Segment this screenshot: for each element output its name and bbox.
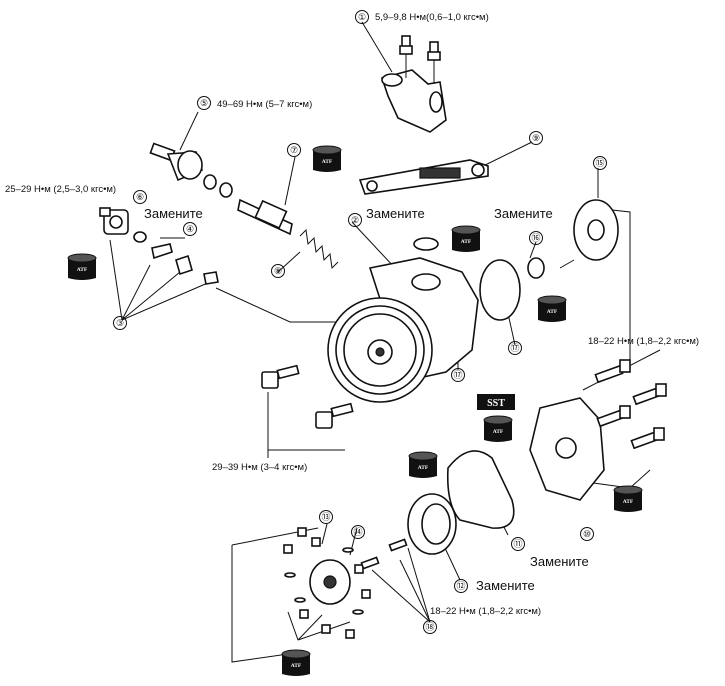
replace-label-11: Замените [530, 554, 589, 569]
atf-fluid-icon: ATF [537, 295, 567, 323]
callout-17a: ⑰ [508, 341, 522, 355]
callout-13: ⑬ [319, 510, 333, 524]
union-fitting-part [149, 142, 233, 198]
body-bolts [261, 364, 354, 429]
svg-text:⑥: ⑥ [136, 192, 144, 202]
bracket-part [358, 159, 489, 195]
callout-6: ⑥ [133, 190, 147, 204]
callout-4: ④ [183, 222, 197, 236]
callout-12: ⑫ [454, 579, 468, 593]
torque-label-5: 49–69 Н•м (5–7 кгс•м) [217, 99, 312, 110]
callout-5: ⑤ [197, 96, 211, 110]
svg-text:⑨: ⑨ [532, 133, 540, 143]
svg-text:③: ③ [116, 318, 124, 328]
svg-text:⑬: ⑬ [321, 512, 330, 522]
svg-text:⑩: ⑩ [583, 529, 591, 539]
torque-label-bolts: 29–39 Н•м (3–4 кгс•м) [212, 462, 307, 473]
svg-text:⑮: ⑮ [595, 158, 604, 168]
svg-text:ATF: ATF [547, 309, 558, 315]
svg-text:ATF: ATF [77, 267, 88, 273]
torque-label-18: 18–22 Н•м (1,8–2,2 кгс•м) [430, 606, 541, 617]
flow-control-valve [237, 198, 293, 236]
svg-text:ATF: ATF [623, 499, 634, 505]
outlet-fitting-part [380, 35, 447, 133]
callout-7: ⑦ [287, 143, 301, 157]
svg-text:⑫: ⑫ [456, 581, 465, 591]
svg-text:⑱: ⑱ [425, 622, 434, 632]
dowel-pins-part [360, 538, 408, 570]
callout-11: ⑪ [511, 537, 525, 551]
callout-17b: ⑰ [451, 368, 465, 382]
svg-text:SST: SST [487, 398, 505, 409]
replace-label-12: Замените [476, 578, 535, 593]
callout-1: ① [355, 10, 369, 24]
svg-text:ATF: ATF [322, 159, 333, 165]
callout-10: ⑩ [580, 527, 594, 541]
callout-8: ⑧ [271, 264, 285, 278]
callout-2: ② [348, 213, 362, 227]
pump-body-part [327, 237, 479, 403]
svg-text:①: ① [358, 12, 366, 22]
relief-valve-parts [99, 207, 219, 285]
svg-text:⑧: ⑧ [274, 266, 282, 276]
replace-label-6: Замените [144, 206, 203, 221]
atf-fluid-icon: ATF [408, 451, 438, 479]
svg-text:⑭: ⑭ [353, 527, 362, 537]
svg-text:⑰: ⑰ [510, 343, 519, 353]
callout-16: ⑯ [529, 231, 543, 245]
atf-fluid-icon: ATF [67, 253, 97, 281]
replace-label-2: Замените [366, 206, 425, 221]
large-o-ring-part [479, 257, 545, 321]
atf-fluid-icon: ATF [483, 415, 513, 443]
rear-cover-part [529, 359, 667, 501]
callout-14: ⑭ [351, 525, 365, 539]
pressure-plate-part [559, 199, 619, 269]
callout-3: ③ [113, 316, 127, 330]
svg-text:⑪: ⑪ [513, 539, 522, 549]
gasket-part [446, 450, 515, 529]
svg-text:ATF: ATF [461, 239, 472, 245]
svg-text:②: ② [351, 215, 359, 225]
sst-tool-badge: SST [477, 394, 515, 410]
atf-fluid-icon: ATF [281, 649, 311, 677]
callout-15: ⑮ [593, 156, 607, 170]
svg-text:④: ④ [186, 224, 194, 234]
atf-fluid-icon: ATF [451, 225, 481, 253]
callout-9: ⑨ [529, 131, 543, 145]
spring-part [299, 228, 339, 270]
svg-text:⑯: ⑯ [531, 233, 540, 243]
rotor-vanes-part [283, 527, 371, 639]
svg-text:⑦: ⑦ [290, 145, 298, 155]
svg-text:ATF: ATF [418, 465, 429, 471]
cam-ring-part [407, 493, 457, 555]
torque-label-1: 5,9–9,8 Н•м(0,6–1,0 кгс•м) [375, 12, 489, 23]
callout-18: ⑱ [423, 620, 437, 634]
torque-label-3: 25–29 Н•м (2,5–3,0 кгс•м) [5, 184, 116, 195]
svg-text:ATF: ATF [291, 663, 302, 669]
svg-text:⑰: ⑰ [453, 370, 462, 380]
atf-fluid-icon: ATF [613, 485, 643, 513]
replace-label-16: Замените [494, 206, 553, 221]
svg-text:⑤: ⑤ [200, 98, 208, 108]
atf-fluid-icon: ATF [312, 145, 342, 173]
svg-text:ATF: ATF [493, 429, 504, 435]
torque-label-10: 18–22 Н•м (1,8–2,2 кгс•м) [588, 336, 699, 347]
